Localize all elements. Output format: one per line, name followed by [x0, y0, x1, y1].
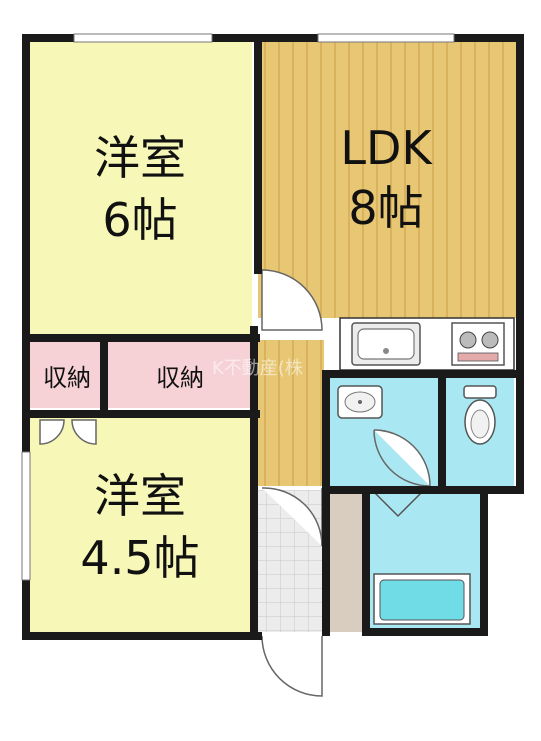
storage-left-floor	[30, 342, 100, 408]
bathroom-door-arrow	[373, 491, 423, 518]
bathtub-icon	[373, 573, 471, 625]
door-swings	[39, 269, 431, 697]
kitchen-counter	[339, 317, 515, 371]
western-room-45-size: 4.5帖	[80, 531, 199, 585]
ldk-name: LDK	[340, 121, 433, 175]
western-room-6-floor	[30, 42, 252, 334]
western-room-6-size: 6帖	[102, 193, 177, 247]
ldk-floor	[258, 42, 516, 318]
shoe-cabinet	[330, 494, 362, 632]
storage-right-label: 収納	[156, 364, 204, 392]
western-room-6-name: 洋室	[94, 131, 186, 185]
corridor-floor	[258, 340, 324, 486]
toilet-icon	[463, 385, 497, 445]
western-room-45-floor	[30, 418, 252, 632]
stove-icon	[451, 322, 505, 366]
ldk-size: 8帖	[348, 181, 423, 235]
walls	[22, 34, 524, 640]
storage-right-floor	[108, 342, 252, 408]
washbasin-icon	[337, 385, 383, 419]
storage-left-label: 収納	[43, 364, 91, 392]
watermark-text: K不動産(株	[212, 358, 303, 379]
window-marks	[21, 33, 455, 581]
western-room-45-name: 洋室	[94, 469, 186, 523]
